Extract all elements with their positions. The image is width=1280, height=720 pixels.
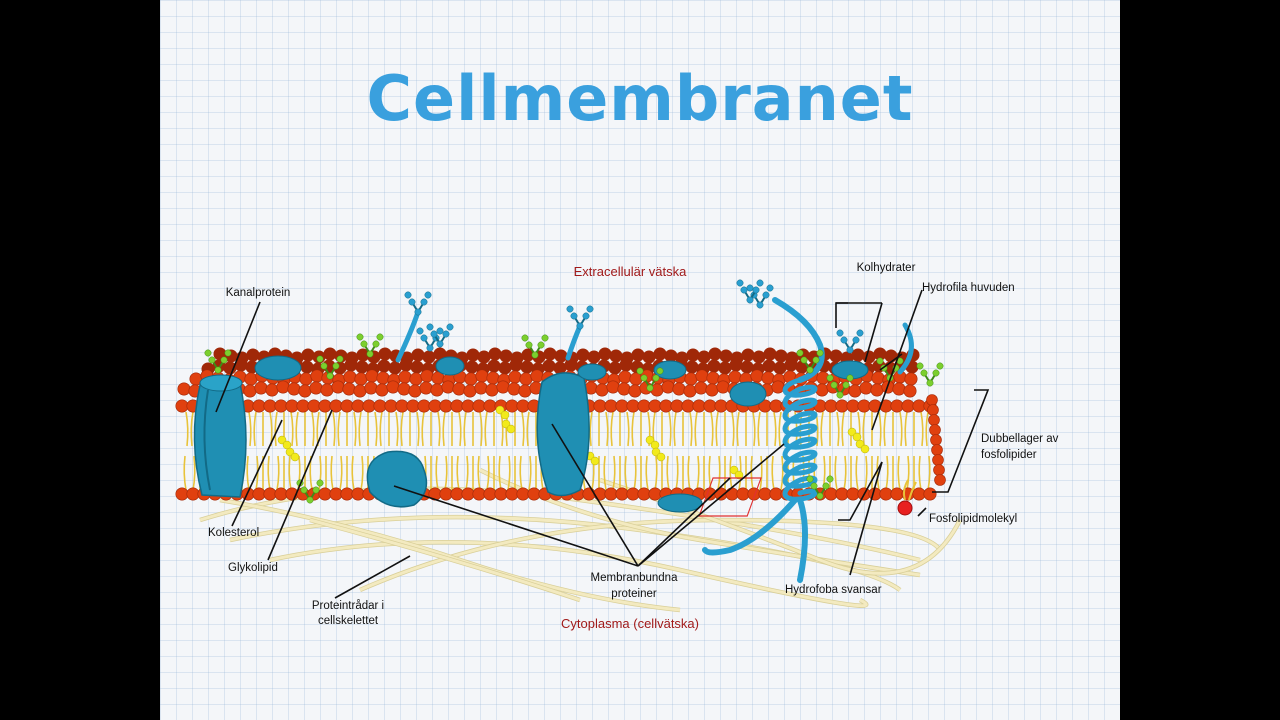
page-title: Cellmembranet bbox=[366, 62, 914, 135]
carbohydrates-label: Kolhydrater bbox=[857, 262, 916, 274]
transmembrane-helix-protein bbox=[702, 297, 825, 583]
peripheral-protein-top-left bbox=[254, 355, 302, 381]
membrane-proteins-label-line2: proteiner bbox=[611, 588, 657, 600]
slide: Cellmembranet bbox=[160, 0, 1120, 720]
leader-lines bbox=[215, 289, 990, 599]
channel-protein bbox=[193, 374, 247, 498]
extracellular-fluid-label: Extracellulär vätska bbox=[574, 264, 687, 279]
bilayer-label-line2: fosfolipider bbox=[981, 449, 1037, 461]
cholesterol-molecules bbox=[277, 405, 870, 480]
cholesterol-label: Kolesterol bbox=[208, 527, 259, 539]
cytoskeleton-filaments-label-line1: Proteintrådar i bbox=[312, 600, 384, 612]
carbohydrate-chains bbox=[204, 279, 944, 504]
bilayer-label-line1: Dubbellager av bbox=[981, 433, 1059, 445]
glycolipid-label: Glykolipid bbox=[228, 562, 278, 574]
peripheral-protein-bottom bbox=[366, 450, 428, 508]
membrane-proteins-label-line1: Membranbundna bbox=[591, 572, 679, 584]
cytoplasm-label: Cytoplasma (cellvätska) bbox=[561, 616, 699, 631]
phospholipid-molecule-highlight bbox=[698, 477, 917, 517]
cytoskeleton-filaments-label-line2: cellskelettet bbox=[318, 615, 379, 627]
phospholipid-molecule-label: Fosfolipidmolekyl bbox=[929, 513, 1017, 525]
hydrophilic-heads-label: Hydrofila huvuden bbox=[922, 282, 1015, 294]
hydrophobic-tails-label: Hydrofoba svansar bbox=[785, 584, 882, 596]
integral-protein-large bbox=[536, 372, 590, 497]
channel-protein-label: Kanalprotein bbox=[226, 287, 291, 299]
peripheral-protein-top-mid bbox=[435, 356, 869, 513]
cell-membrane-diagram: Extracellulär vätska Cytoplasma (cellvät… bbox=[175, 262, 1059, 631]
